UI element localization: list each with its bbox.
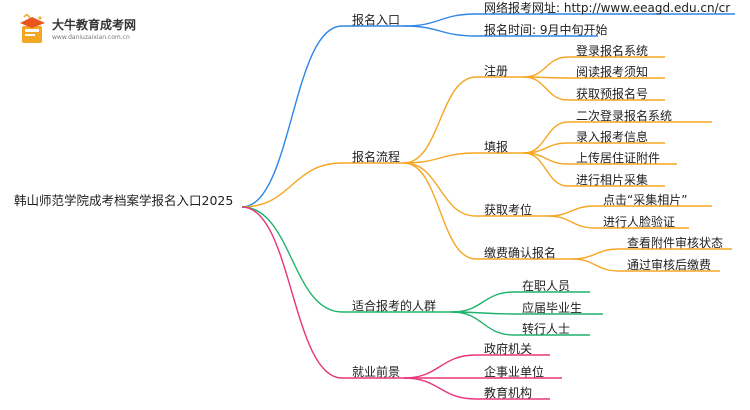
subtopic: 应届毕业生 bbox=[522, 301, 583, 315]
subtopic: 网络报考网址: http://www.eeagd.edu.cn/cr bbox=[484, 1, 731, 15]
subtopic-connector bbox=[451, 311, 515, 336]
branch-topic: 报名流程 bbox=[352, 150, 401, 164]
logo-subtitle: www.daniuzaixian.com.cn bbox=[52, 34, 130, 41]
subtopic-connector bbox=[403, 152, 477, 164]
branch-connector bbox=[241, 162, 343, 208]
leaf-connector bbox=[571, 248, 620, 260]
subtopic-connector bbox=[403, 162, 477, 217]
subtopic-connector bbox=[403, 354, 477, 379]
subtopic: 注册 bbox=[484, 64, 509, 78]
leaf-topic: 二次登录报名系统 bbox=[576, 109, 673, 123]
leaf-topic: 录入报考信息 bbox=[576, 130, 649, 144]
subtopic-connector bbox=[403, 25, 477, 37]
leaf-topic: 点击“采集相片” bbox=[603, 193, 688, 207]
branch-connector bbox=[241, 206, 343, 313]
subtopic: 获取考位 bbox=[484, 203, 533, 217]
leaf-topic: 进行人脸验证 bbox=[603, 215, 676, 229]
root-topic: 韩山师范学院成考档案学报名入口2025 bbox=[14, 193, 234, 208]
subtopic: 转行人士 bbox=[522, 322, 571, 336]
subtopic: 填报 bbox=[484, 140, 509, 154]
leaf-connector bbox=[547, 205, 596, 217]
subtopic: 教育机构 bbox=[484, 386, 533, 400]
branch-topic: 就业前景 bbox=[352, 365, 401, 379]
leaf-connector bbox=[547, 215, 596, 229]
subtopic-connector bbox=[451, 291, 515, 313]
leaf-connector bbox=[523, 152, 569, 187]
subtopic: 政府机关 bbox=[484, 342, 533, 356]
leaf-connector bbox=[523, 56, 569, 78]
subtopic-connector bbox=[403, 76, 477, 164]
branch-topic: 适合报考的人群 bbox=[352, 299, 437, 313]
subtopic: 企事业单位 bbox=[484, 365, 545, 379]
leaf-topic: 登录报名系统 bbox=[576, 44, 649, 58]
subtopic: 在职人员 bbox=[522, 279, 571, 293]
leaf-topic: 上传居住证附件 bbox=[576, 151, 661, 165]
subtopic: 缴费确认报名 bbox=[484, 246, 557, 260]
leaf-topic: 进行相片采集 bbox=[576, 173, 649, 187]
graduation-book-icon bbox=[20, 14, 45, 43]
leaf-topic: 获取预报名号 bbox=[576, 87, 649, 101]
subtopic-connector bbox=[403, 162, 477, 260]
subtopic-connector bbox=[403, 377, 477, 400]
leaf-connector bbox=[571, 258, 620, 272]
leaf-topic: 查看附件审核状态 bbox=[627, 236, 724, 250]
branch-connector bbox=[241, 25, 343, 208]
branch-connector bbox=[241, 206, 343, 379]
branch-topic: 报名入口 bbox=[352, 13, 401, 27]
leaf-connector bbox=[523, 76, 569, 101]
logo-title: 大牛教育成考网 bbox=[52, 18, 137, 32]
leaf-topic: 通过审核后缴费 bbox=[627, 258, 712, 272]
subtopic-connector bbox=[403, 13, 477, 27]
leaf-topic: 阅读报考须知 bbox=[576, 65, 649, 79]
subtopic: 报名时间: 9月中旬开始 bbox=[484, 23, 608, 37]
site-logo: 大牛教育成考网 www.daniuzaixian.com.cn bbox=[18, 14, 136, 48]
